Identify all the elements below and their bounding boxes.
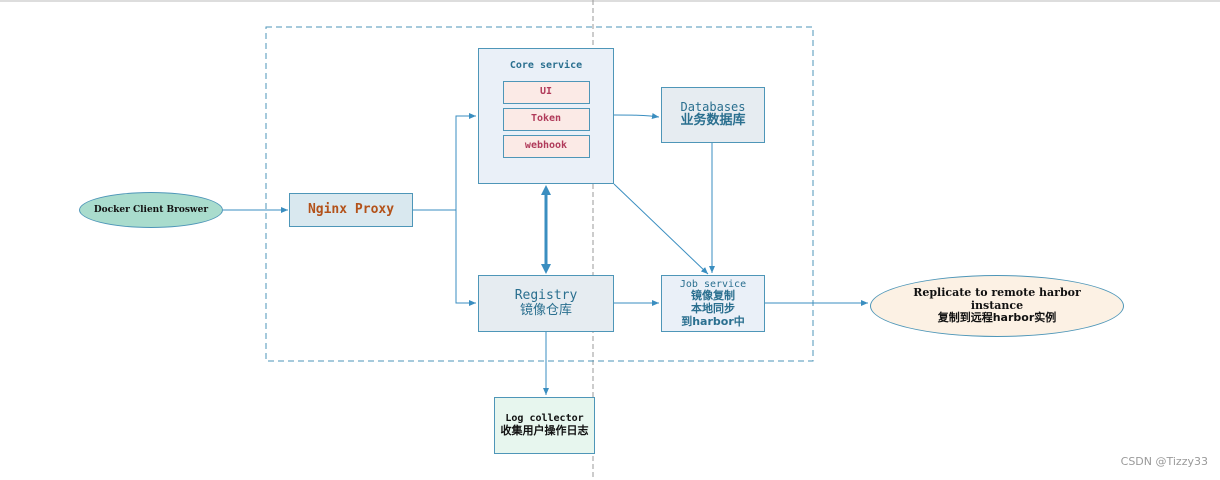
docker-client-label: Docker Client Broswer: [93, 204, 209, 215]
job-service-node: Job service 镜像复制 本地同步 到harbor中: [661, 275, 765, 332]
databases-node: Databases 业务数据库: [661, 87, 765, 143]
log-collector-label: Log collector: [505, 413, 584, 425]
log-collector-label-cn: 收集用户操作日志: [500, 423, 589, 437]
databases-label: Databases: [680, 99, 746, 114]
job-service-line-1: 镜像复制: [691, 289, 735, 303]
edge-core-databases: [613, 113, 660, 119]
core-item-webhook: webhook: [502, 134, 590, 158]
registry-node: Registry 镜像仓库: [478, 275, 614, 332]
core-item-ui: UI: [502, 80, 590, 104]
replicate-label-cn: 复制到远程harbor实例: [937, 311, 1057, 325]
core-service-title: Core service: [509, 60, 583, 71]
databases-label-cn: 业务数据库: [680, 113, 746, 129]
edge-core-job: [613, 183, 709, 275]
job-service-line-2: 本地同步: [691, 301, 735, 315]
job-service-label: Job service: [679, 278, 747, 290]
watermark: CSDN @Tizzy33: [1120, 455, 1208, 468]
registry-label-cn: 镜像仓库: [519, 302, 572, 318]
harbor-boundary: [265, 26, 814, 362]
log-collector-node: Log collector 收集用户操作日志: [494, 397, 595, 454]
nginx-proxy-label: Nginx Proxy: [307, 201, 395, 217]
edge-nginx-registry: [455, 210, 476, 306]
edge-nginx-core: [413, 113, 476, 211]
docker-client-node: Docker Client Broswer: [79, 192, 223, 228]
job-service-line-3: 到harbor中: [681, 314, 745, 328]
replicate-label: Replicate to remote harbor instance: [913, 286, 1081, 312]
registry-label: Registry: [514, 287, 578, 303]
core-item-token: Token: [502, 107, 590, 131]
core-service-node: Core service UI Token webhook: [478, 48, 614, 184]
replicate-remote-node: Replicate to remote harbor instance 复制到远…: [870, 275, 1124, 337]
nginx-proxy-node: Nginx Proxy: [289, 193, 413, 227]
